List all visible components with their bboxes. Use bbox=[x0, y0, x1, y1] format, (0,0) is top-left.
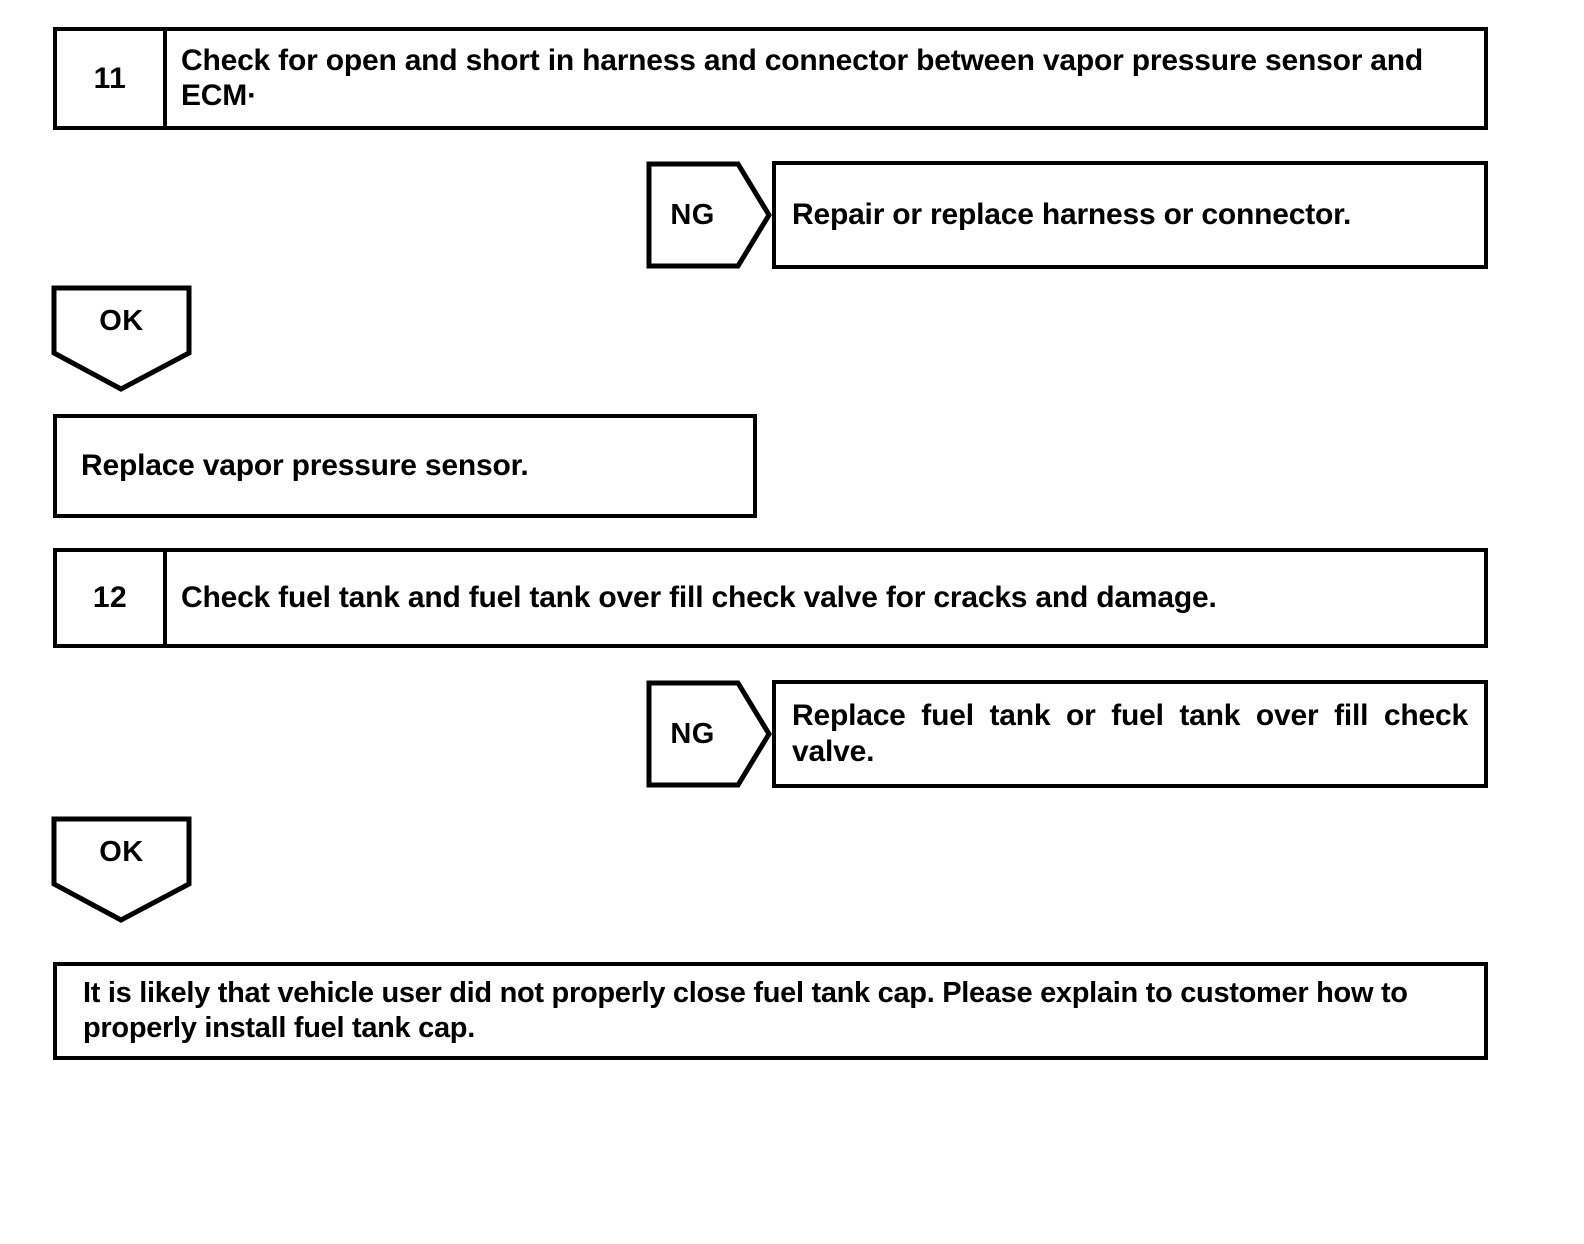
replace-vapor-pressure-sensor-box: Replace vapor pressure sensor. bbox=[53, 414, 757, 518]
step-11-box: 11 Check for open and short in harness a… bbox=[53, 27, 1488, 130]
step-12-number: 12 bbox=[57, 552, 167, 644]
step-11-number: 11 bbox=[57, 31, 167, 126]
step-12-ok-arrow: OK bbox=[51, 816, 192, 923]
step-11-ng-result-text: Repair or replace harness or connector. bbox=[792, 198, 1352, 231]
final-conclusion-box: It is likely that vehicle user did not p… bbox=[53, 962, 1488, 1060]
step-12-instruction: Check fuel tank and fuel tank over fill … bbox=[181, 580, 1217, 614]
step-11-ng-arrow: NG bbox=[646, 161, 772, 269]
final-conclusion-text: It is likely that vehicle user did not p… bbox=[83, 977, 1408, 1044]
step-11-instruction: Check for open and short in harness and … bbox=[181, 43, 1424, 112]
replace-vapor-pressure-sensor-text: Replace vapor pressure sensor. bbox=[81, 448, 529, 482]
step-11-ng-result-box: Repair or replace harness or connector. bbox=[772, 161, 1488, 269]
step-12-ng-result-text: Replace fuel tank or fuel tank over fill… bbox=[792, 699, 1468, 768]
step-11-ok-arrow: OK bbox=[51, 285, 192, 392]
step-12-ng-result-box: Replace fuel tank or fuel tank over fill… bbox=[772, 680, 1488, 788]
step-12-box: 12 Check fuel tank and fuel tank over fi… bbox=[53, 548, 1488, 648]
step-12-ng-arrow: NG bbox=[646, 680, 772, 788]
